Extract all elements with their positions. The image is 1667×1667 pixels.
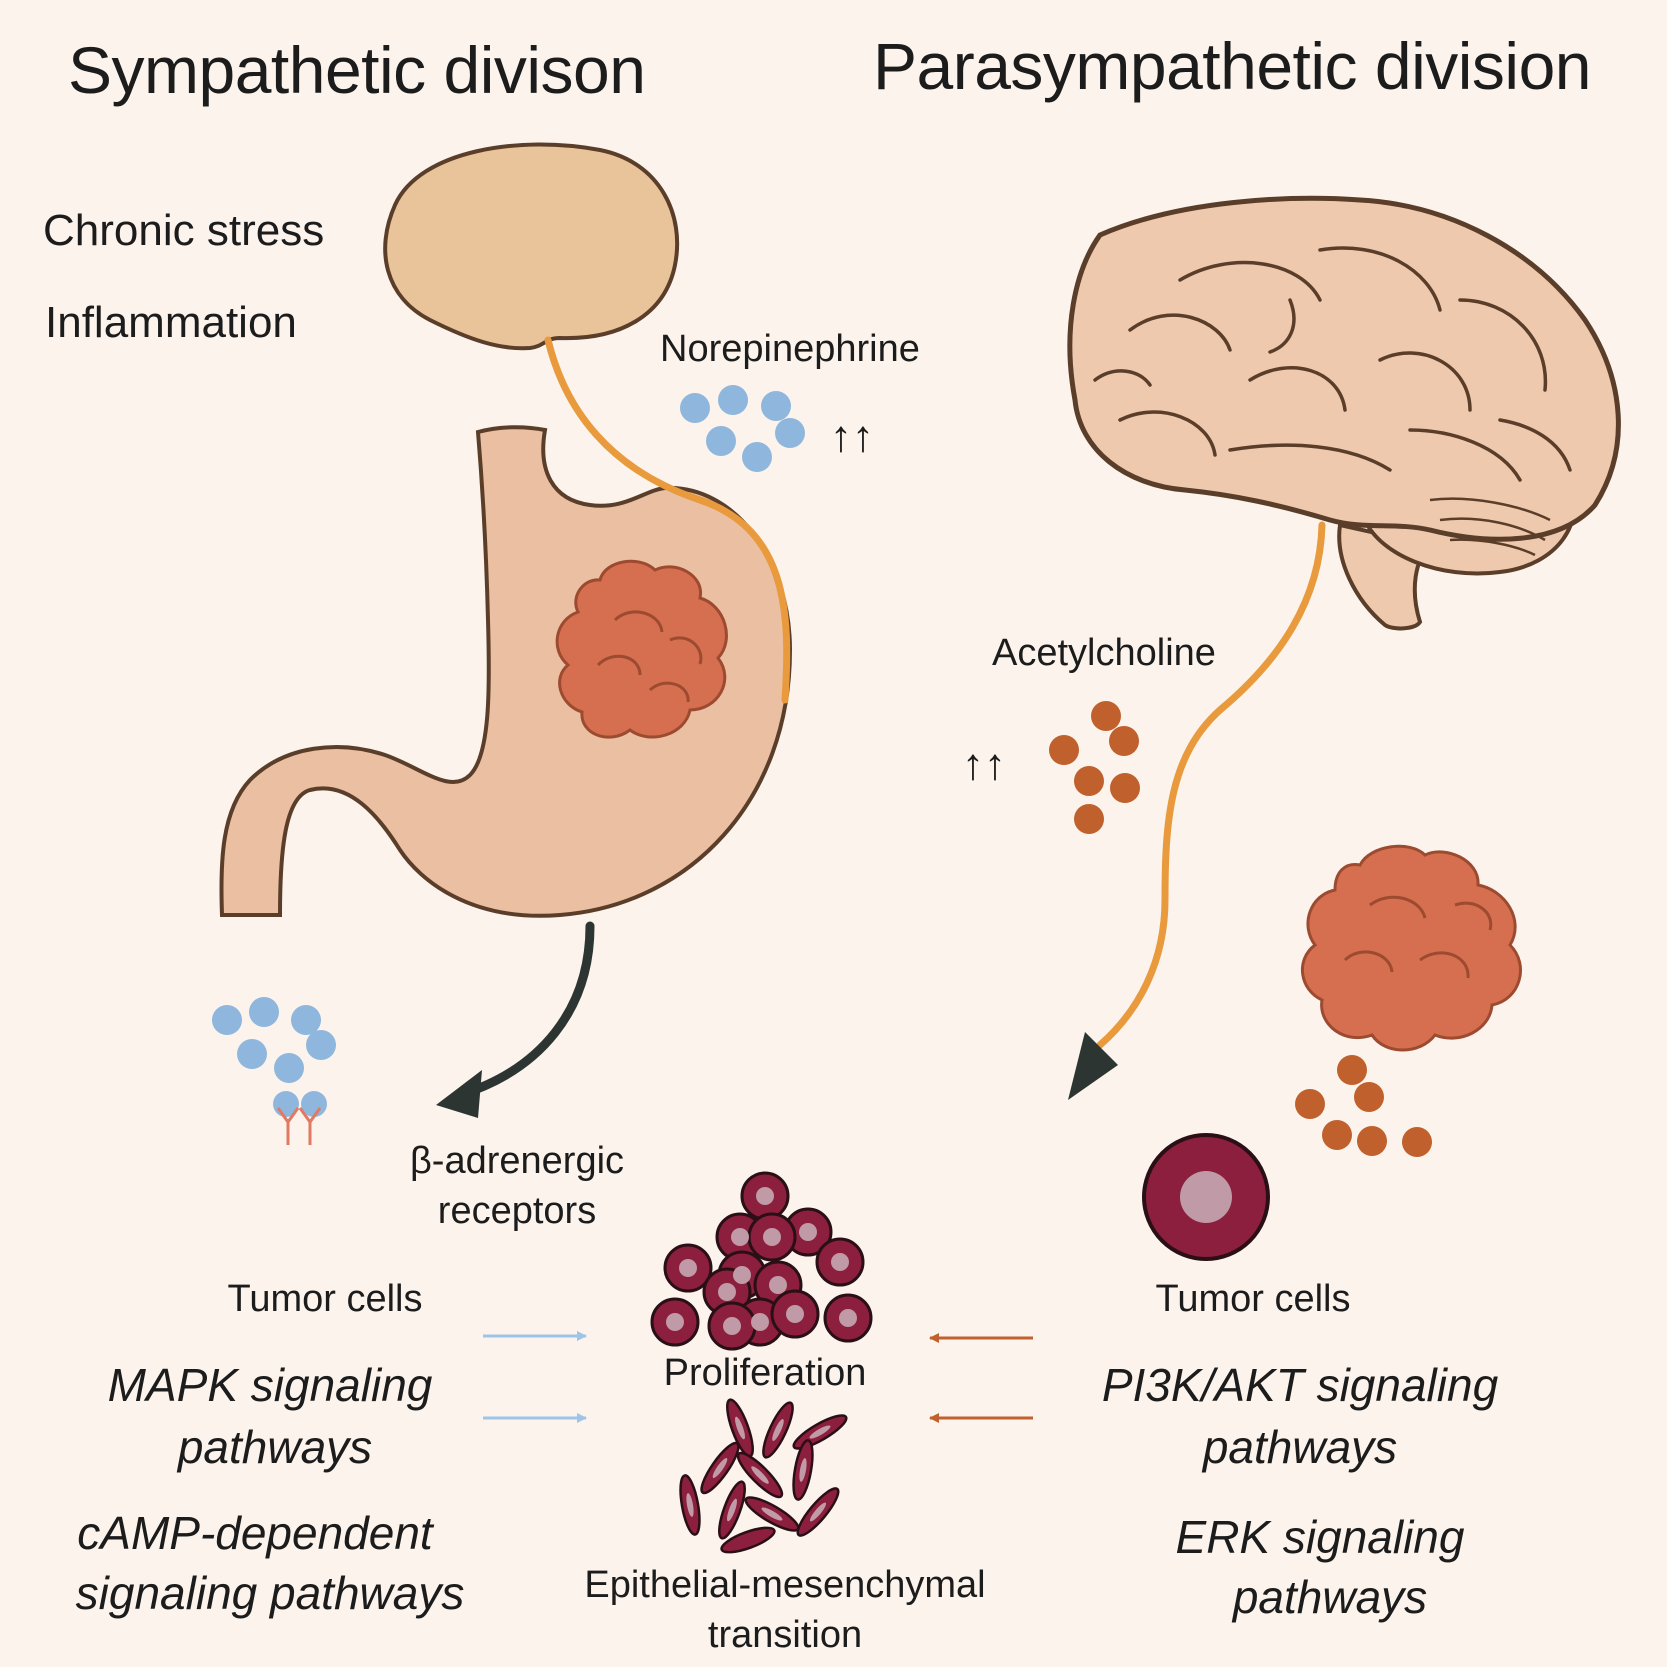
parasympathetic-title: Parasympathetic division [873, 29, 1592, 103]
erk-pathway-line1: ERK signaling [1175, 1511, 1465, 1563]
parasympathetic-tumor-cells-label: Tumor cells [1155, 1278, 1351, 1320]
trigger-inflammation: Inflammation [45, 298, 297, 347]
camp-pathway-line1: cAMP-dependent [77, 1507, 433, 1559]
receptor-icon [276, 1107, 322, 1145]
emt-label-line2: transition [707, 1614, 863, 1656]
trigger-chronic-stress: Chronic stress [43, 206, 325, 255]
mapk-pathway-line1: MAPK signaling [107, 1359, 433, 1411]
tumor-mass-icon [1300, 844, 1522, 1052]
pi3k-pathway-line2: pathways [1202, 1421, 1398, 1473]
norepinephrine-increase-arrows: ↑↑ [830, 412, 874, 461]
brain-icon [1067, 195, 1621, 631]
stomach-icon [219, 425, 793, 918]
pi3k-pathway-line1: PI3K/AKT signaling [1101, 1359, 1499, 1411]
parasympathetic-nerve [1096, 521, 1326, 1049]
receptor-label-line1: β-adrenergic [409, 1140, 625, 1182]
receptor-label-line2: receptors [437, 1190, 597, 1232]
sympathetic-nerve [544, 336, 791, 704]
sympathetic-title: Sympathetic divison [68, 33, 646, 107]
tumor-mass-icon [555, 559, 728, 739]
acetylcholine-molecules [1049, 701, 1140, 834]
sympathetic-arrows [483, 1331, 587, 1423]
norepinephrine-receptor-cluster [212, 997, 336, 1145]
parasympathetic-arrows [929, 1333, 1033, 1423]
erk-pathway-line2: pathways [1232, 1571, 1428, 1623]
tumor-cell-icon [1142, 1133, 1270, 1261]
parasympathetic-arrowhead [1068, 1032, 1118, 1100]
proliferation-cell-cluster [650, 1171, 873, 1351]
norepinephrine-label: Norepinephrine [660, 328, 920, 370]
proliferation-label: Proliferation [663, 1352, 867, 1394]
acetylcholine-cluster [1295, 1055, 1432, 1157]
norepinephrine-molecules [680, 385, 805, 472]
acetylcholine-label: Acetylcholine [992, 632, 1216, 674]
sympathetic-tumor-cells-label: Tumor cells [227, 1278, 423, 1320]
mesenchymal-cell-nuclei [686, 1416, 831, 1522]
hypothalamus-icon [383, 142, 680, 351]
camp-pathway-line2: signaling pathways [75, 1567, 465, 1619]
sympathetic-curved-arrow [436, 921, 595, 1118]
mapk-pathway-line2: pathways [177, 1421, 373, 1473]
acetylcholine-increase-arrows: ↑↑ [962, 740, 1006, 789]
emt-label-line1: Epithelial-mesenchymal [584, 1564, 986, 1606]
